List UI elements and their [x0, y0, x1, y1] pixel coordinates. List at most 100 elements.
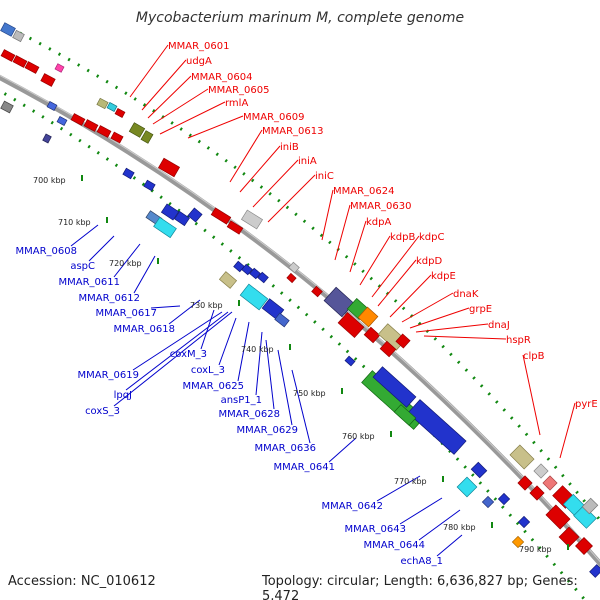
- gene-label-mmar-0618: MMAR_0618: [114, 324, 176, 335]
- gene-block: [481, 495, 495, 509]
- gene-label-mmar-0611: MMAR_0611: [59, 277, 121, 288]
- gene-block: [46, 100, 58, 112]
- gene-block: [497, 492, 511, 506]
- leader-line-mmar-0613: [229, 129, 263, 183]
- gene-block: [274, 312, 290, 328]
- leader-line-pyre: [559, 402, 576, 459]
- gene-block: [42, 133, 52, 144]
- gene-label-mmar-0625: MMAR_0625: [183, 381, 245, 392]
- leader-line-mmar-0617: [150, 305, 181, 309]
- gene-blocks: [0, 22, 600, 578]
- dotted-track-2: [0, 89, 587, 600]
- kbp-tick-mark: [106, 217, 108, 223]
- gene-label-hspr: hspR: [506, 335, 531, 346]
- leader-line-mmar-0605: [152, 88, 209, 125]
- gene-label-mmar-0609: MMAR_0609: [243, 112, 305, 123]
- backbone-highlight: [0, 75, 600, 563]
- gene-label-mmar-0612: MMAR_0612: [79, 293, 141, 304]
- accession-label: Accession: NC_010612: [8, 574, 156, 589]
- gene-block: [0, 22, 16, 37]
- gene-block: [187, 207, 203, 223]
- leader-line-dnak: [401, 292, 454, 323]
- gene-block: [357, 306, 379, 328]
- gene-block: [393, 404, 417, 426]
- leader-line-mmar-0629: [277, 349, 293, 426]
- leader-line-mmar-0630: [334, 204, 351, 261]
- gene-label-mmar-0604: MMAR_0604: [191, 72, 253, 83]
- gene-block: [456, 476, 478, 498]
- leader-line-mmar-0619: [132, 311, 223, 371]
- leader-line-mmar-0625: [237, 321, 250, 382]
- gene-block: [128, 122, 146, 138]
- gene-block: [407, 399, 467, 455]
- gene-block: [517, 475, 533, 491]
- gene-label-mmar-0641: MMAR_0641: [274, 462, 336, 473]
- dotted-guide-lines: [0, 26, 600, 600]
- gene-label-mmar-0636: MMAR_0636: [255, 443, 317, 454]
- gene-block: [542, 475, 558, 491]
- leader-line-mmar-0611: [113, 243, 141, 278]
- kbp-tick-mark: [341, 388, 343, 394]
- leader-line-mmar-0612: [133, 255, 156, 294]
- leader-line-kdpa: [349, 220, 367, 273]
- leader-line-grpe: [409, 307, 470, 329]
- gene-label-mmar-0608: MMAR_0608: [16, 246, 78, 257]
- leader-line-hspr: [423, 335, 507, 340]
- gene-block: [581, 497, 599, 515]
- gene-label-mmar-0613: MMAR_0613: [262, 126, 324, 137]
- kbp-tick-label: 790 kbp: [519, 545, 552, 554]
- gene-block: [114, 107, 126, 119]
- leader-line-aspc: [88, 235, 115, 262]
- kbp-tick-mark: [390, 431, 392, 437]
- gene-block: [363, 326, 381, 344]
- gene-label-lpqj: lpqJ: [114, 390, 132, 401]
- gene-label-mmar-0643: MMAR_0643: [345, 524, 407, 535]
- gene-label-mmar-0629: MMAR_0629: [237, 425, 299, 436]
- gene-block: [140, 130, 154, 144]
- gene-block: [240, 209, 264, 230]
- gene-label-kdpb: kdpB: [390, 232, 415, 243]
- gene-block: [249, 267, 261, 280]
- gene-label-grpe: grpE: [469, 304, 492, 315]
- gene-block: [257, 271, 269, 284]
- gene-label-echa8-1: echA8_1: [400, 556, 443, 567]
- gene-block: [558, 526, 580, 548]
- gene-label-coxm-3: coxM_3: [170, 349, 207, 360]
- gene-label-mmar-0628: MMAR_0628: [219, 409, 281, 420]
- gene-block: [0, 100, 14, 114]
- leader-line-mmar-0641: [328, 437, 357, 463]
- gene-block: [241, 263, 253, 276]
- leader-line-coxl-3: [218, 317, 237, 366]
- leader-line-mmar-0624: [321, 189, 334, 241]
- leader-line-inib: [239, 145, 281, 193]
- leader-line-echa8-1: [436, 534, 463, 557]
- gene-label-mmar-0605: MMAR_0605: [208, 85, 270, 96]
- gene-label-pyre: pyrE: [575, 399, 598, 410]
- gene-block: [96, 125, 112, 138]
- gene-label-inib: iniB: [280, 142, 299, 153]
- leader-line-ansp1-1: [255, 331, 263, 396]
- kbp-tick-mark: [157, 258, 159, 264]
- gene-label-ansp1-1: ansP1_1: [221, 395, 262, 406]
- leader-line-inic: [267, 174, 316, 223]
- leader-line-kdpc: [371, 235, 420, 298]
- gene-block: [239, 283, 269, 311]
- leader-line-kdpd: [377, 259, 417, 307]
- leader-line-mmar-0608: [70, 224, 99, 247]
- gene-block: [143, 179, 156, 192]
- gene-label-mmar-0624: MMAR_0624: [333, 186, 395, 197]
- leader-line-kdpb: [359, 235, 391, 286]
- leader-line-mmar-0604: [147, 75, 192, 119]
- kbp-tick-label: 710 kbp: [58, 218, 91, 227]
- gene-block: [83, 119, 99, 132]
- kbp-tick-label: 700 kbp: [33, 176, 66, 185]
- gene-label-mmar-0644: MMAR_0644: [364, 540, 426, 551]
- leader-line-coxs-3: [113, 311, 233, 407]
- gene-block: [12, 55, 28, 68]
- gene-label-clpb: clpB: [523, 351, 545, 362]
- kbp-tick-mark: [238, 300, 240, 306]
- gene-block: [379, 340, 397, 358]
- gene-labels: MMAR_0601udgAMMAR_0604MMAR_0605rmlAMMAR_…: [16, 41, 598, 567]
